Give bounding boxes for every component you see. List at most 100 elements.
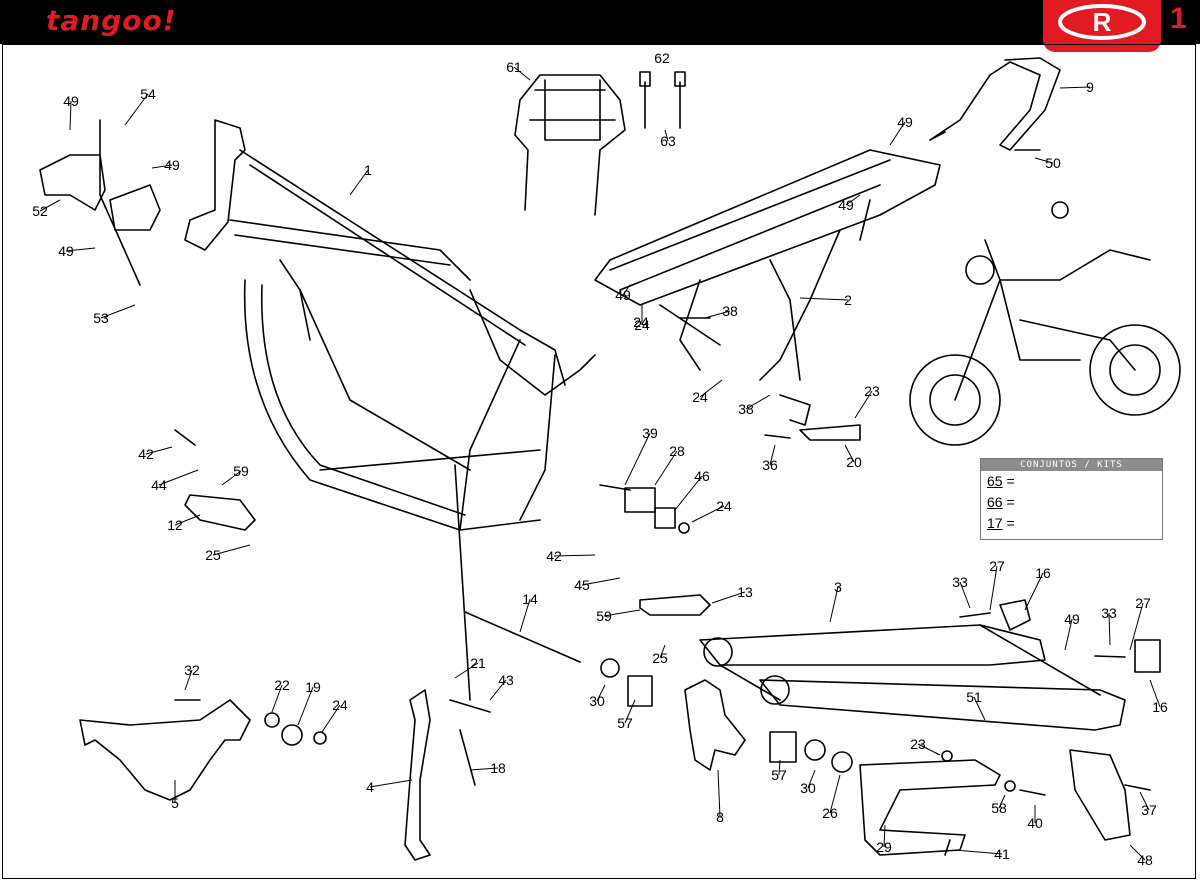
- kit-number: 17: [987, 515, 1003, 531]
- leader-line: [596, 684, 606, 702]
- kit-row: 17 =: [981, 513, 1162, 534]
- part-number-label: 45: [574, 577, 590, 593]
- part-number-label: 23: [864, 383, 880, 399]
- part-number-label: 51: [966, 689, 982, 705]
- part-number-label: 20: [846, 454, 862, 470]
- r-logo-icon: R: [1058, 4, 1146, 40]
- leader-line: [1139, 791, 1150, 811]
- kit-equals: =: [1006, 473, 1015, 489]
- leader-line: [1149, 679, 1161, 708]
- part-number-label: 42: [546, 548, 562, 564]
- part-number-label: 49: [164, 157, 180, 173]
- page-number: 1: [1170, 2, 1187, 35]
- footpeg-left-drawing: [184, 494, 256, 531]
- leader-line: [1129, 602, 1144, 651]
- kits-panel: CONJUNTOS / KITS 65 = 66 = 17 =: [980, 458, 1163, 540]
- part-number-label: 59: [233, 463, 249, 479]
- part-number-label: 57: [771, 767, 787, 783]
- leader-line: [553, 554, 596, 557]
- part-number-label: 27: [1135, 595, 1151, 611]
- part-number-label: 21: [470, 655, 486, 671]
- leader-line: [889, 121, 906, 146]
- part-number-label: 61: [506, 59, 522, 75]
- leader-line: [778, 759, 781, 776]
- part-number-label: 63: [660, 133, 676, 149]
- logo-letter: R: [1093, 7, 1112, 37]
- leader-line: [1108, 612, 1111, 646]
- part-number-label: 54: [140, 86, 156, 102]
- chain-guide-drawing: [859, 759, 1001, 856]
- leader-line: [845, 194, 861, 206]
- part-number-label: 16: [1035, 565, 1051, 581]
- main-frame-drawing: [184, 119, 596, 531]
- part-number-label: 49: [1064, 611, 1080, 627]
- part-number-label: 62: [654, 50, 670, 66]
- part-number-label: 52: [32, 203, 48, 219]
- leader-line: [917, 743, 941, 756]
- leader-line: [369, 779, 413, 788]
- leader-line: [973, 696, 986, 721]
- part-number-label: 5: [171, 795, 179, 811]
- part-number-label: 16: [1152, 699, 1168, 715]
- part-number-label: 24: [633, 314, 649, 330]
- part-number-label: 40: [1027, 815, 1043, 831]
- diagram-frame: [2, 44, 1196, 879]
- manufacturer-logo: R: [1043, 0, 1161, 52]
- kit-equals: =: [1006, 515, 1015, 531]
- part-number-label: 49: [897, 114, 913, 130]
- leader-line: [691, 505, 725, 523]
- part-number-label: 13: [737, 584, 753, 600]
- leader-line: [100, 304, 136, 319]
- footpeg-right-drawing: [639, 594, 711, 616]
- leader-line: [654, 450, 678, 486]
- leader-line: [184, 669, 193, 691]
- leader-line: [674, 475, 703, 511]
- leader-line: [581, 577, 621, 586]
- leader-line: [807, 769, 816, 789]
- leader-line: [158, 469, 199, 486]
- part-number-label: 38: [738, 401, 754, 417]
- part-number-label: 59: [596, 608, 612, 624]
- leader-line: [65, 247, 96, 252]
- part-number-label: 26: [822, 805, 838, 821]
- part-number-label: 29: [876, 839, 892, 855]
- leader-lines: [39, 66, 1161, 861]
- leader-line: [469, 767, 499, 771]
- part-number-label: 24: [692, 389, 708, 405]
- leader-line: [212, 544, 251, 556]
- part-number-label: 12: [167, 517, 183, 533]
- leader-line: [297, 686, 314, 726]
- part-number-label: 33: [1101, 605, 1117, 621]
- part-number-label: 3: [834, 579, 842, 595]
- leader-line: [699, 379, 723, 398]
- part-number-label: 41: [994, 846, 1010, 862]
- part-number-label: 49: [63, 93, 79, 109]
- part-number-label: 2: [844, 292, 852, 308]
- leader-line: [769, 444, 776, 466]
- leader-line: [1129, 844, 1146, 861]
- part-number-label: 23: [910, 736, 926, 752]
- part-number-label: 44: [151, 477, 167, 493]
- part-number-label: 48: [1137, 852, 1153, 868]
- part-number-label: 8: [716, 809, 724, 825]
- kits-title: CONJUNTOS / KITS: [981, 459, 1162, 471]
- chain-slider-drawing: [1069, 749, 1131, 841]
- part-number-label: 30: [800, 780, 816, 796]
- kit-row: 65 =: [981, 471, 1162, 492]
- part-number-label: 4: [366, 779, 374, 795]
- leader-line: [989, 565, 998, 611]
- part-number-label: 19: [305, 679, 321, 695]
- part-number-label: 43: [498, 672, 514, 688]
- part-number-label: 57: [617, 715, 633, 731]
- leader-line: [829, 774, 841, 814]
- side-stand-drawing: [404, 689, 431, 861]
- leader-line: [799, 297, 849, 301]
- part-number-label: 30: [589, 693, 605, 709]
- part-number-label: 42: [138, 446, 154, 462]
- part-number-label: 53: [93, 310, 109, 326]
- part-number-label: 58: [991, 800, 1007, 816]
- leader-line: [145, 446, 173, 455]
- part-number-label: 28: [669, 443, 685, 459]
- leader-line: [321, 704, 341, 733]
- leader-line: [221, 470, 242, 486]
